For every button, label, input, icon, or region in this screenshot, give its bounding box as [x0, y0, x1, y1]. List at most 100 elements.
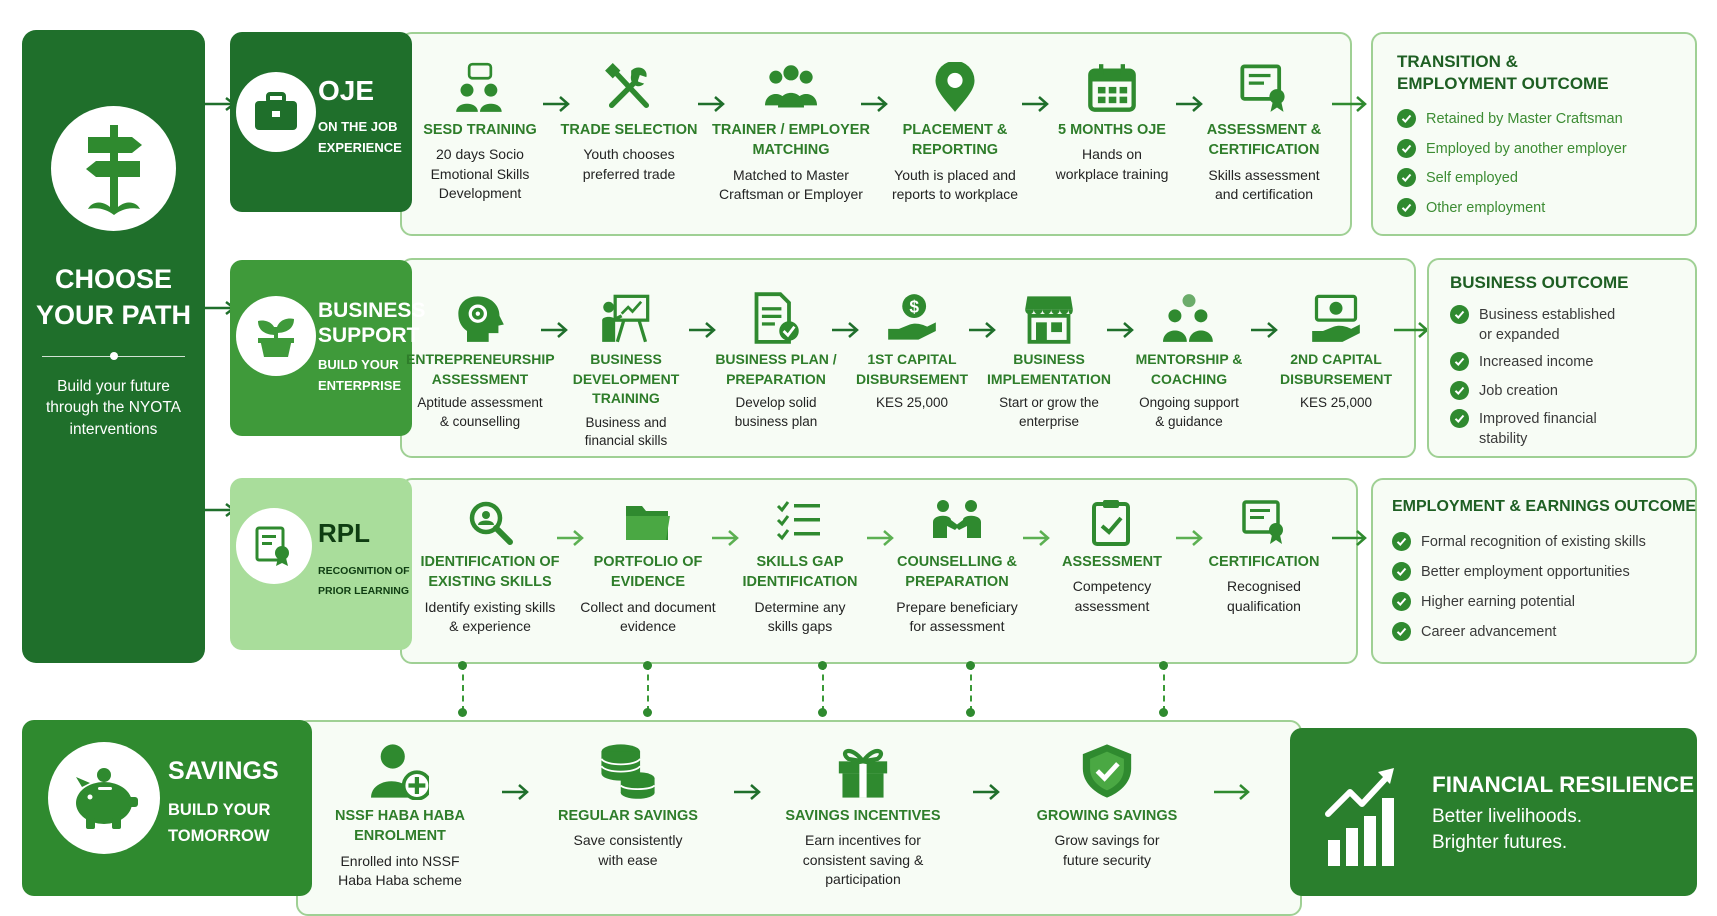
business-step-description: Ongoing support& guidance: [1139, 395, 1239, 429]
connector-dot: [1159, 661, 1168, 670]
svg-text:$: $: [909, 297, 919, 317]
business-step-title: BUSINESS PLAN /PREPARATION: [715, 351, 837, 387]
checkmark-icon: [1397, 198, 1416, 217]
checkmark-icon: [1450, 381, 1469, 400]
connector-dot: [643, 661, 652, 670]
rpl-step-title: CERTIFICATION: [1208, 554, 1320, 570]
coins-icon: [600, 744, 656, 799]
business-step-description: Aptitude assessment& counselling: [417, 395, 543, 429]
clipboard-check-icon: [1092, 500, 1130, 546]
piggy-bank-icon: [76, 768, 138, 829]
checkmark-icon: [1450, 409, 1469, 428]
connector-dot: [643, 708, 652, 717]
business-step-arrow: [541, 322, 568, 338]
oje-outcome-panel: [1371, 32, 1697, 236]
oje-outcome-item: Employed by another employer: [1397, 139, 1687, 159]
head-gear-icon: [458, 296, 504, 342]
rpl-outcome-item: Better employment opportunities: [1392, 562, 1687, 582]
oje-outcome-arrow: [1332, 96, 1367, 112]
magnifier-icon: [469, 501, 513, 545]
oje-title: OJE: [318, 75, 375, 106]
financial-resilience-title: FINANCIAL RESILIENCE: [1432, 772, 1695, 797]
business-icon-circle: [236, 296, 316, 376]
choose-path-icon-circle: [51, 106, 176, 231]
document-check-icon: [754, 292, 799, 344]
certificate-badge-icon: [255, 526, 289, 566]
business-outcome-title: BUSINESS OUTCOME: [1450, 273, 1629, 292]
rpl-step-title: COUNSELLING &PREPARATION: [896, 554, 1018, 591]
signpost-icon: [85, 124, 142, 215]
rpl-step-arrow: [1176, 530, 1203, 546]
savings-step-arrow: [973, 784, 1000, 800]
checkmark-icon: [1392, 562, 1411, 581]
business-step-description: KES 25,000: [1299, 395, 1373, 411]
people-icon: [765, 65, 817, 108]
dashed-connector: [822, 664, 824, 712]
financial-resilience-tagline: Better livelihoods.Brighter futures.: [1432, 806, 1582, 853]
rpl-step-4: COUNSELLING &PREPARATION Prepare benefic…: [878, 498, 1036, 636]
rpl-step-arrow: [557, 530, 584, 546]
oje-outcome-item: Self employed: [1397, 168, 1687, 188]
business-step-arrow: [968, 322, 996, 338]
oje-outcome-item: Other employment: [1397, 198, 1687, 218]
cash-hand-icon: [1312, 294, 1360, 342]
oje-step-title: TRADE SELECTION: [560, 122, 698, 138]
oje-outcome-item: Retained by Master Craftsman: [1397, 109, 1687, 129]
checklist-icon: [776, 501, 820, 541]
checkmark-icon: [1392, 532, 1411, 551]
oje-step-title: PLACEMENT &REPORTING: [902, 122, 1008, 159]
checkmark-icon: [1450, 305, 1469, 324]
business-step-title: MENTORSHIP &COACHING: [1135, 351, 1243, 387]
presentation-icon: [602, 294, 650, 343]
oje-step-arrow: [1021, 96, 1049, 112]
connector-dot: [966, 661, 975, 670]
business-step-arrow: [1107, 322, 1134, 338]
oje-step-title: ASSESSMENT &CERTIFICATION: [1206, 122, 1322, 159]
tools-icon: [605, 63, 650, 109]
business-steps-panel: [400, 258, 1416, 458]
oje-outcome-title: TRANSITION &EMPLOYMENT OUTCOME: [1397, 52, 1609, 94]
connector-dot: [818, 708, 827, 717]
connector-dot: [818, 661, 827, 670]
folder-icon: [626, 506, 670, 540]
gift-icon: [838, 748, 888, 798]
rpl-step-arrow: [712, 530, 739, 546]
rpl-steps-panel: [400, 478, 1358, 664]
rpl-step-title: ASSESSMENT: [1062, 554, 1162, 570]
plant-pot-icon: [258, 318, 294, 357]
oje-step-arrow: [1176, 96, 1203, 112]
business-step-arrow: [1250, 322, 1278, 338]
oje-icon-circle: [236, 72, 316, 152]
connector-dot: [966, 708, 975, 717]
oje-step-6: ASSESSMENT &CERTIFICATION Skills assessm…: [1185, 62, 1343, 204]
